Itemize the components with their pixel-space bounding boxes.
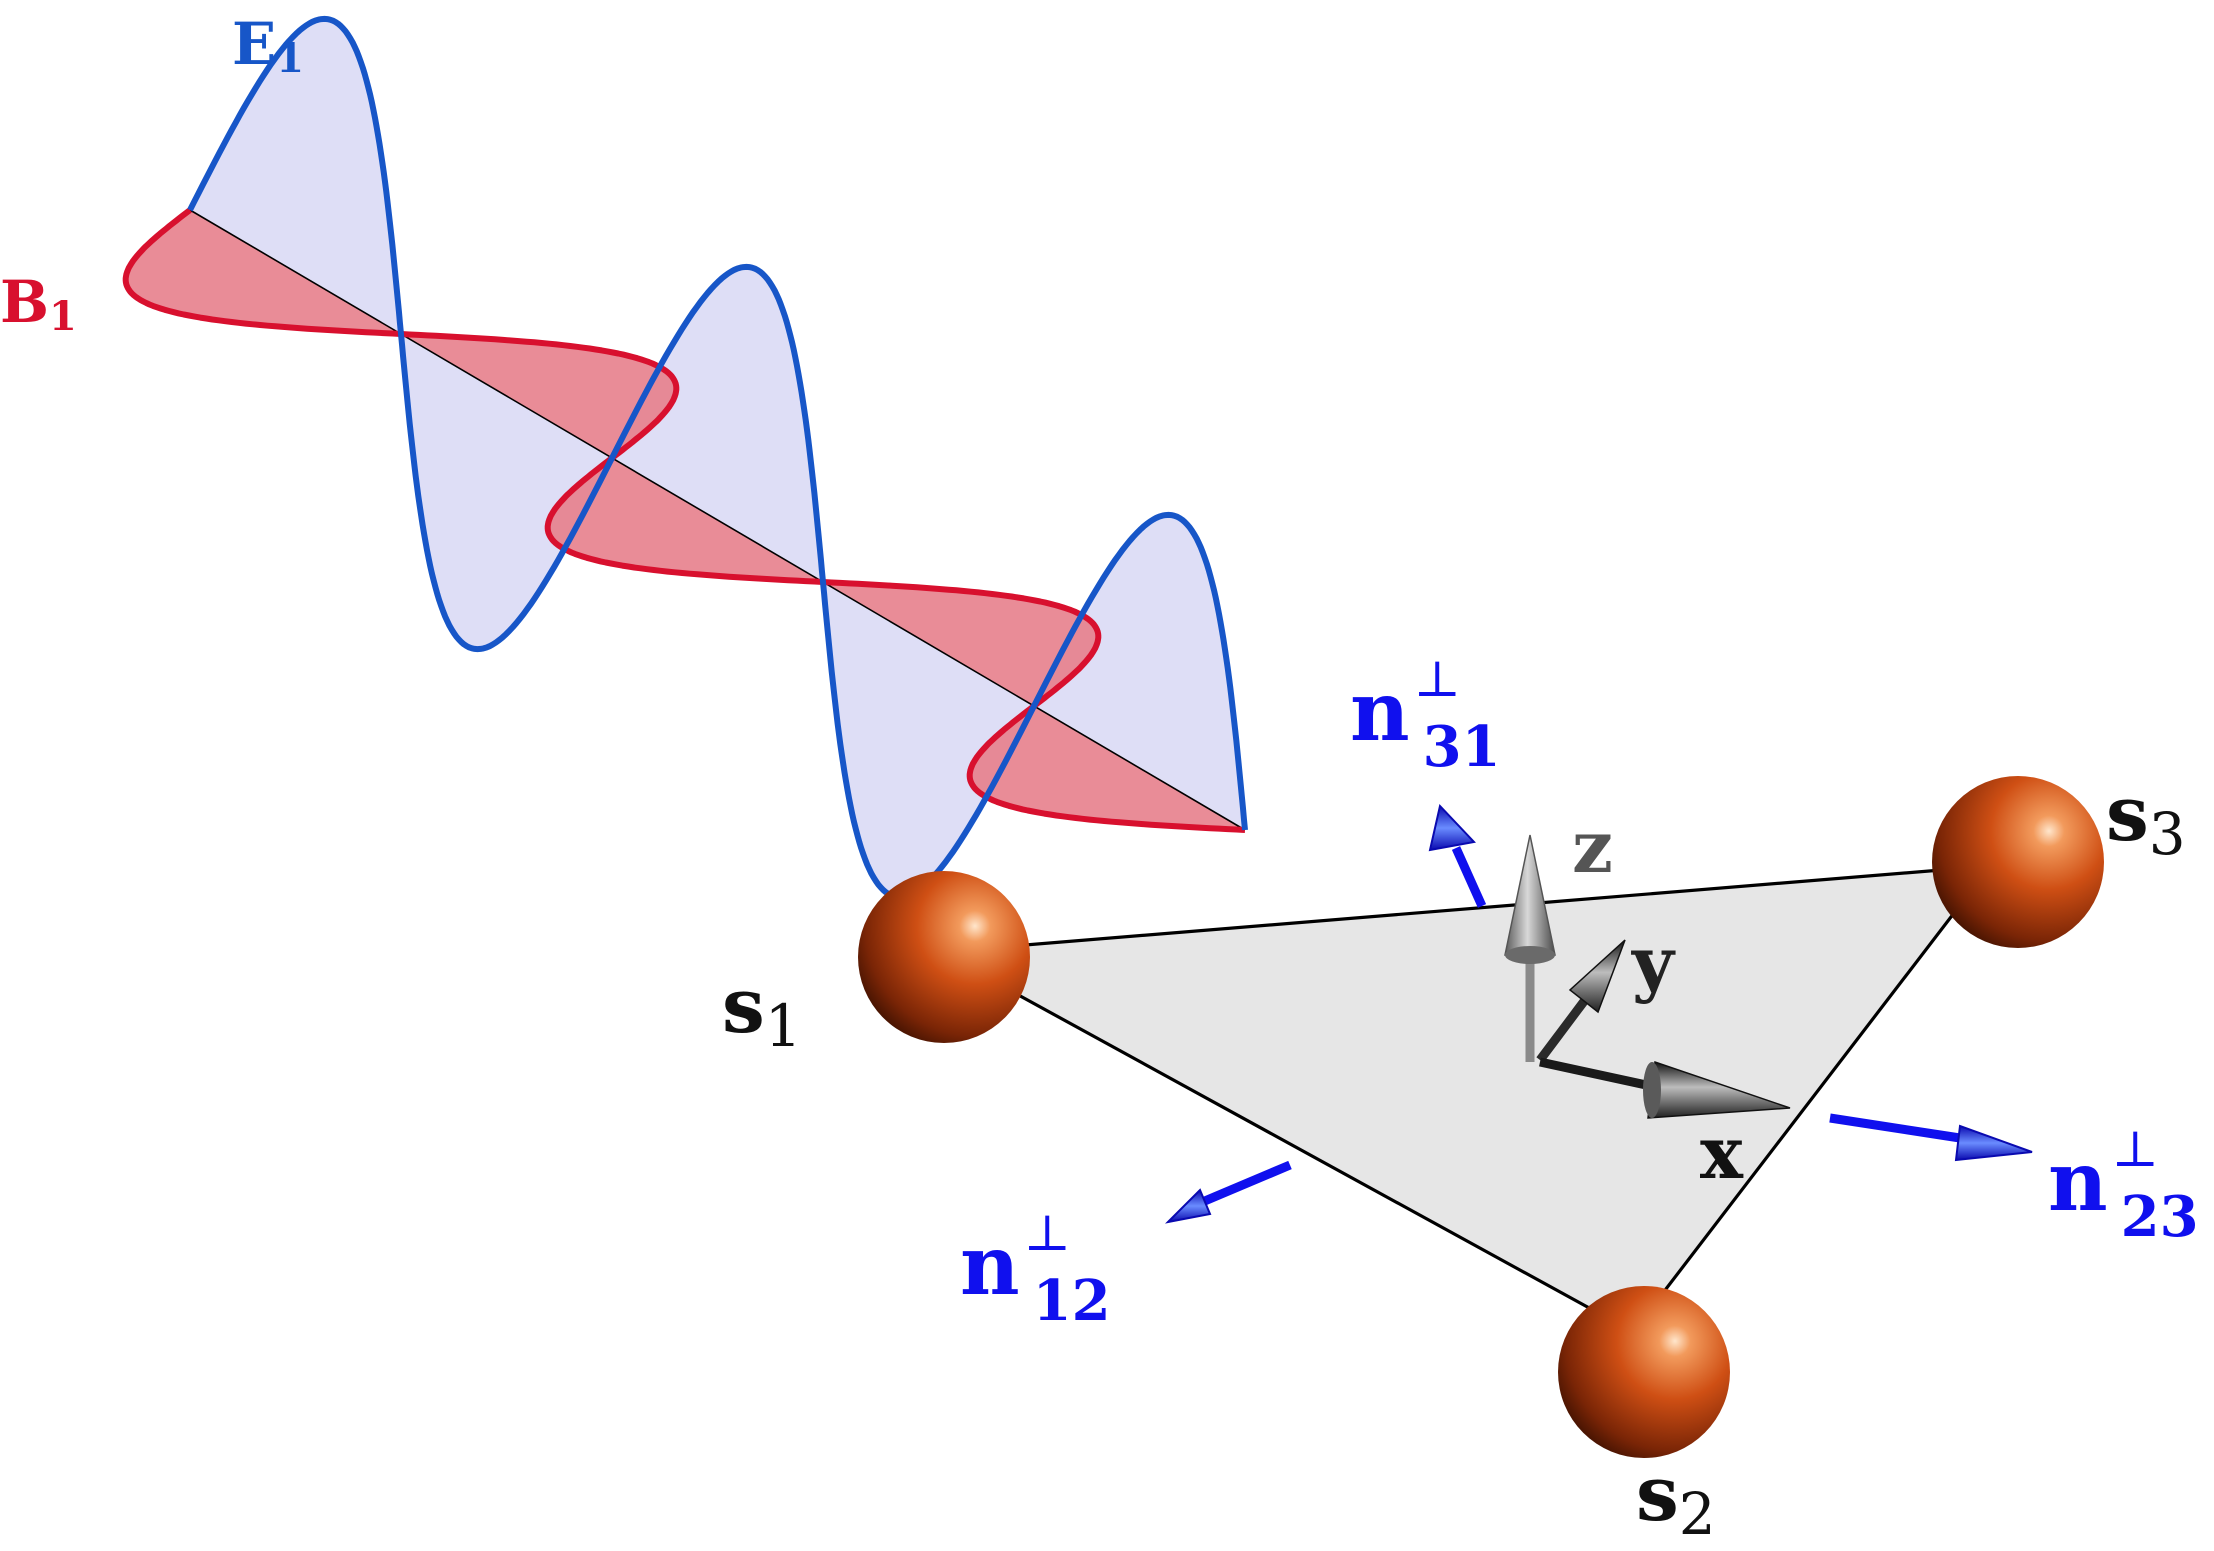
- edge-s1-s3: [939, 864, 1991, 954]
- sphere-icon: [1558, 1286, 1730, 1458]
- edge-s2-s3: [1631, 865, 1992, 1333]
- wave-group: [122, 15, 1248, 901]
- normal-n23-arrow: [1829, 1113, 2033, 1162]
- sphere-icon: [858, 871, 1030, 1043]
- label-s3: s3: [2106, 769, 2186, 868]
- edge-s1-s2: [939, 950, 1634, 1334]
- arrow-icon: [1164, 1188, 1212, 1224]
- label-e1: E1: [232, 10, 304, 82]
- label-n23: n⊥23: [2048, 1120, 2199, 1250]
- label-axis-z: z: [1572, 804, 1613, 889]
- normal-n31-arrow: [1428, 803, 1487, 908]
- label-s1: s1: [722, 961, 802, 1060]
- label-n12: n⊥12: [960, 1204, 1111, 1334]
- arrow-icon: [1428, 803, 1476, 852]
- cone-arrow-icon: [1504, 834, 1556, 956]
- sphere-icon: [1932, 776, 2104, 948]
- cone-arrow-icon: [1568, 939, 1626, 1014]
- label-n31: n⊥31: [1350, 650, 1501, 780]
- label-b1: B1: [0, 268, 77, 340]
- propagation-axis: [189, 209, 1246, 831]
- e-field-fill: [190, 18, 1245, 898]
- e-field-curve: [187, 15, 1248, 901]
- label-s2: s2: [1636, 1449, 1716, 1548]
- label-axis-y: y: [1631, 920, 1676, 1005]
- arrow-icon: [1954, 1124, 2033, 1162]
- b-field-fill: [125, 210, 1246, 830]
- triangle-plane: [940, 866, 1990, 1332]
- normal-n12-arrow: [1164, 1160, 1292, 1224]
- coordinate-axes: [1504, 834, 1791, 1119]
- label-axis-x: x: [1700, 1110, 1744, 1195]
